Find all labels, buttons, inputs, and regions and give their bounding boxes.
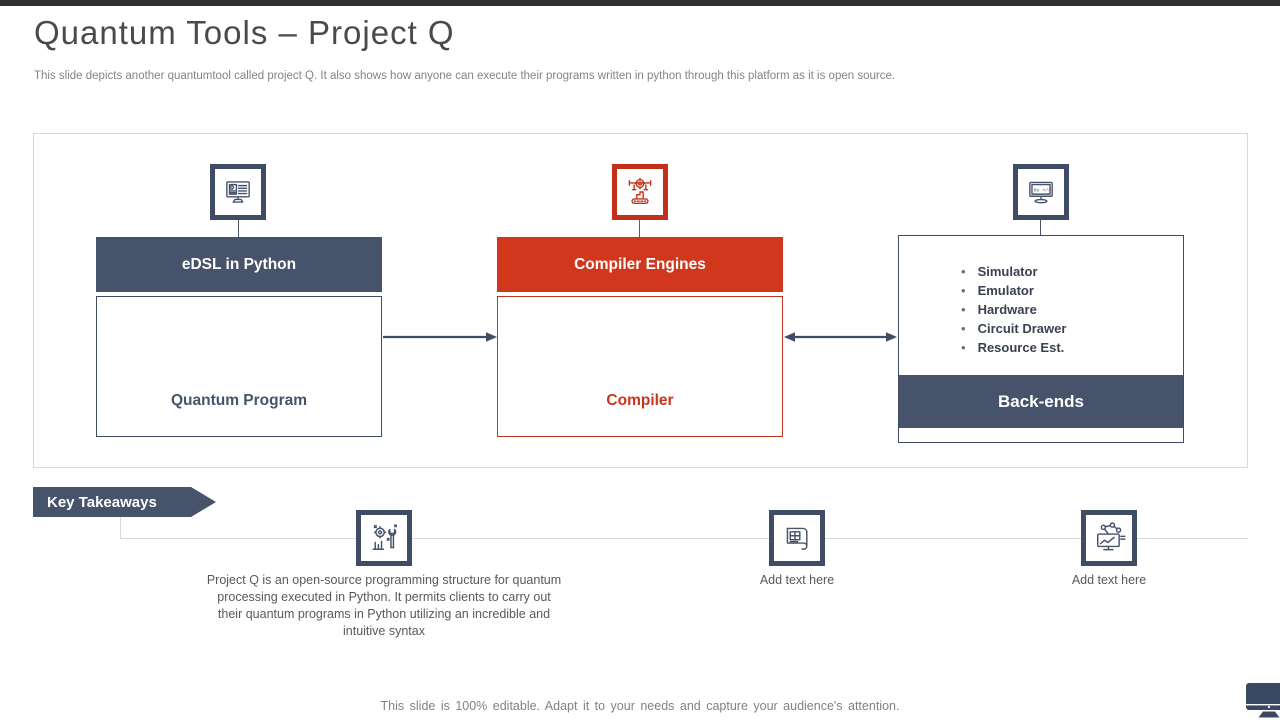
arrow-right-icon [383, 332, 497, 342]
slide-subtitle: This slide depicts another quantumtool c… [34, 70, 896, 82]
connector-line [1040, 217, 1041, 235]
bullet-item: Resource Est. [961, 338, 1183, 357]
gear-wrench-chart-icon [356, 510, 412, 566]
backends-band: Back-ends [899, 375, 1183, 428]
bullet-item: Simulator [961, 262, 1183, 281]
backends-box: Simulator Emulator Hardware Circuit Draw… [898, 235, 1184, 443]
bullet-item: Emulator [961, 281, 1183, 300]
monitor-network-icon [1081, 510, 1137, 566]
backends-bullet-list: Simulator Emulator Hardware Circuit Draw… [899, 262, 1183, 357]
column-body-quantum-program: Quantum Program [96, 296, 382, 437]
compiler-machine-icon [612, 164, 668, 220]
takeaway-text: Project Q is an open-source programming … [206, 573, 562, 638]
key-takeaways-banner: Key Takeaways [33, 487, 216, 517]
bullet-item: Hardware [961, 300, 1183, 319]
blueprint-icon [769, 510, 825, 566]
takeaway-connector-line [120, 538, 1248, 539]
monitor-code-icon: 0o </> [1013, 164, 1069, 220]
computer-monitor-icon [1246, 683, 1280, 718]
slide-footer-note: This slide is 100% editable. Adapt it to… [380, 699, 900, 713]
takeaway-connector-line [120, 517, 121, 538]
connector-line [639, 219, 640, 237]
bullet-item: Circuit Drawer [961, 319, 1183, 338]
connector-line [238, 219, 239, 237]
slide-title: Quantum Tools – Project Q [34, 14, 455, 51]
svg-text:0o </>: 0o </> [1034, 187, 1052, 193]
takeaway-placeholder-text: Add text here [1071, 573, 1147, 587]
arrow-double-icon [784, 332, 897, 342]
column-header-compiler-engines: Compiler Engines [497, 237, 783, 292]
takeaway-placeholder-text: Add text here [759, 573, 835, 587]
top-accent-bar [0, 0, 1280, 6]
monitor-document-icon [210, 164, 266, 220]
column-header-edsl: eDSL in Python [96, 237, 382, 292]
column-body-compiler: Compiler [497, 296, 783, 437]
